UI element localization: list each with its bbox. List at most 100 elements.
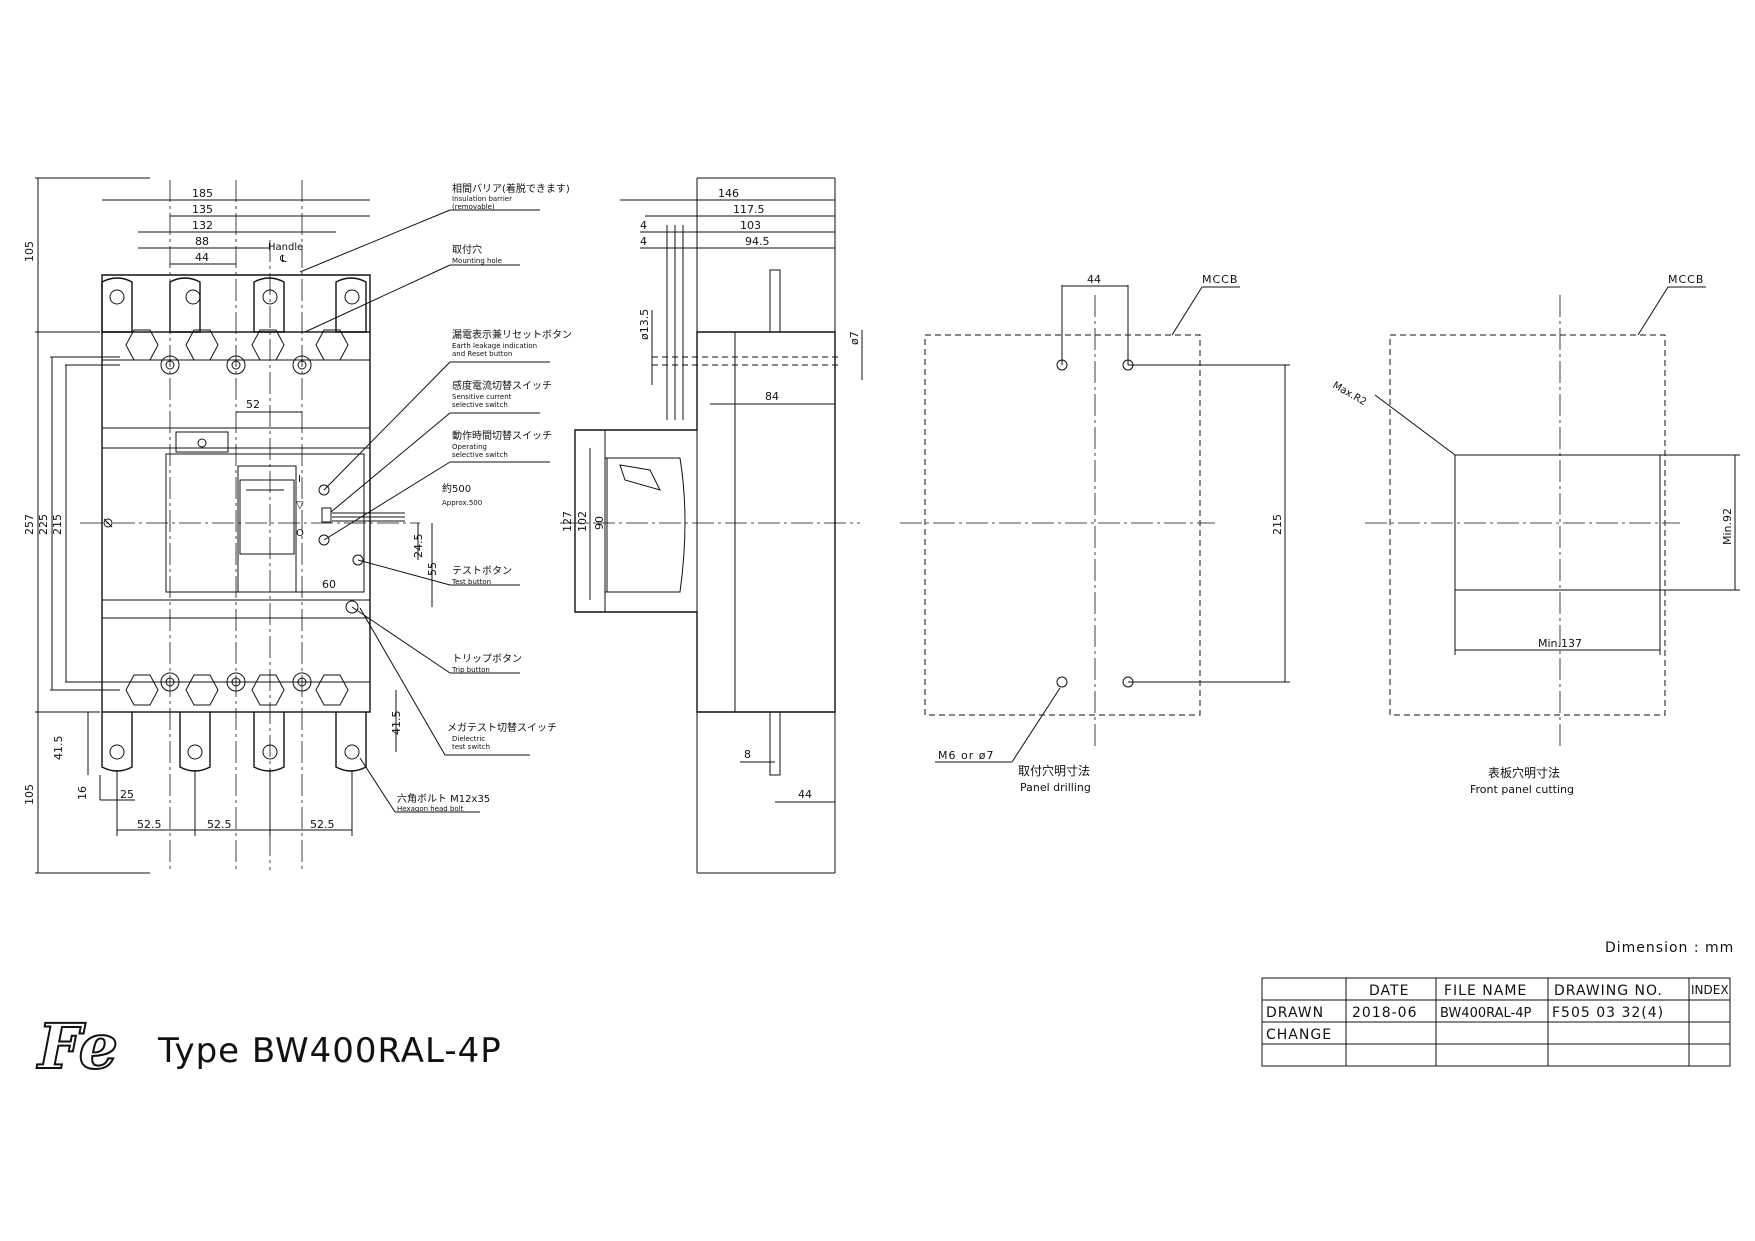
dim-44-side: 44 bbox=[798, 788, 812, 801]
tb-change-label: CHANGE bbox=[1266, 1027, 1332, 1043]
callout-barrier-en1: Insulation barrier bbox=[452, 195, 512, 203]
tb-header-drawing-no: DRAWING NO. bbox=[1554, 983, 1663, 999]
dim-132: 132 bbox=[192, 219, 213, 232]
dim-225: 225 bbox=[37, 514, 50, 535]
callout-reset-jp: 漏電表示兼リセットボタン bbox=[452, 328, 572, 341]
dim-185: 185 bbox=[192, 187, 213, 200]
callout-sensitive-jp: 感度電流切替スイッチ bbox=[452, 379, 552, 392]
callout-operating-en1: Operating bbox=[452, 443, 487, 451]
drilling-dim-44: 44 bbox=[1087, 273, 1101, 286]
dim-146: 146 bbox=[718, 187, 739, 200]
test-button-symbol bbox=[352, 554, 364, 566]
callout-reset-en2: and Reset button bbox=[452, 350, 512, 358]
bottom-terminals bbox=[101, 672, 367, 772]
dim-90: 90 bbox=[593, 516, 606, 530]
dim-105-bottom: 105 bbox=[23, 784, 36, 805]
tb-header-file-name: FILE NAME bbox=[1444, 983, 1527, 999]
drilling-dim-215: 215 bbox=[1271, 514, 1284, 535]
callout-mounting-jp: 取付穴 bbox=[452, 243, 482, 256]
callout-dielectric-en1: Dielectric bbox=[452, 735, 485, 743]
dim-dia-13.5: ø13.5 bbox=[638, 309, 651, 340]
cutting-max-r2: Max.R2 bbox=[1331, 380, 1369, 408]
side-view: 146 117.5 103 94.5 4 4 ø13.5 ø7 84 127 1… bbox=[560, 177, 863, 874]
dim-117.5: 117.5 bbox=[733, 203, 765, 216]
dim-52: 52 bbox=[246, 398, 260, 411]
dim-4-b: 4 bbox=[640, 235, 647, 248]
dim-25: 25 bbox=[120, 788, 134, 801]
tb-drawn-label: DRAWN bbox=[1266, 1005, 1324, 1021]
tb-drawn-file: BW400RAL-4P bbox=[1440, 1006, 1531, 1021]
dim-24.5: 24.5 bbox=[412, 534, 425, 559]
lever-on-mark: I bbox=[298, 474, 301, 485]
dim-84: 84 bbox=[765, 390, 779, 403]
lever-trip-mark: ▽ bbox=[296, 500, 304, 511]
dim-88: 88 bbox=[195, 235, 209, 248]
cutting-mccb-label: MCCB bbox=[1668, 273, 1704, 286]
title-block: DATE FILE NAME DRAWING NO. INDEX DRAWN 2… bbox=[1261, 977, 1731, 1067]
callout-test-en1: Test button bbox=[451, 578, 491, 586]
cutout-rectangle bbox=[1454, 454, 1661, 591]
dim-55: 55 bbox=[426, 562, 439, 576]
dim-dia-7: ø7 bbox=[848, 331, 861, 345]
tb-header-date: DATE bbox=[1369, 983, 1409, 999]
cutting-title-en: Front panel cutting bbox=[1470, 783, 1574, 796]
callout-barrier-en2: (removable) bbox=[452, 203, 495, 211]
dim-103: 103 bbox=[740, 219, 761, 232]
sensitive-switch-symbol bbox=[321, 507, 332, 523]
reset-button-symbol bbox=[318, 484, 330, 496]
top-terminals bbox=[101, 277, 367, 375]
dim-105-top: 105 bbox=[23, 241, 36, 262]
dim-16: 16 bbox=[76, 786, 89, 800]
mounting-hole-3 bbox=[1056, 676, 1068, 688]
dim-127: 127 bbox=[561, 511, 574, 532]
operating-switch-symbol bbox=[318, 534, 330, 546]
unit-note: Dimension : mm bbox=[1605, 940, 1734, 956]
cutting-title-jp: 表板穴明寸法 bbox=[1488, 765, 1560, 780]
callout-operating-jp: 動作時間切替スイッチ bbox=[452, 429, 552, 442]
callout-operating-en2: selective switch bbox=[452, 451, 508, 459]
callout-trip-en1: Trip button bbox=[451, 666, 490, 674]
trip-button-symbol bbox=[345, 600, 359, 614]
dim-8: 8 bbox=[744, 748, 751, 761]
dim-135: 135 bbox=[192, 203, 213, 216]
callout-bolt-en1: Hexagon head bolt bbox=[397, 805, 464, 813]
dim-94.5: 94.5 bbox=[745, 235, 770, 248]
drilling-title-jp: 取付穴明寸法 bbox=[1018, 763, 1090, 778]
callouts: 相間バリア(着脱できます) Insulation barrier (remova… bbox=[299, 182, 572, 813]
dim-44: 44 bbox=[195, 251, 209, 264]
callout-bolt-jp: 六角ボルト M12x35 bbox=[397, 793, 490, 805]
lever-off-mark: O bbox=[296, 528, 304, 539]
handle-label: Handle bbox=[268, 242, 303, 253]
dim-4-a: 4 bbox=[640, 219, 647, 232]
dim-52.5-c: 52.5 bbox=[310, 818, 335, 831]
cutting-min-137: Min.137 bbox=[1538, 637, 1582, 650]
callout-sensitive-en1: Sensitive current bbox=[452, 393, 512, 401]
tb-drawn-date: 2018-06 bbox=[1352, 1005, 1418, 1021]
dim-41.5-left: 41.5 bbox=[52, 736, 65, 761]
dim-102: 102 bbox=[576, 511, 589, 532]
logo-fe: Fe bbox=[36, 1010, 118, 1083]
dim-215: 215 bbox=[51, 514, 64, 535]
dim-60: 60 bbox=[322, 578, 336, 591]
dim-41.5-right: 41.5 bbox=[390, 711, 403, 736]
tb-header-index: INDEX bbox=[1691, 983, 1729, 997]
callout-barrier-jp: 相間バリア(着脱できます) bbox=[452, 182, 570, 195]
handle-centerline-mark: ℄ bbox=[279, 254, 287, 265]
callout-dielectric-jp: メガテスト切替スイッチ bbox=[447, 721, 557, 734]
dim-257: 257 bbox=[23, 514, 36, 535]
drilling-mccb-label: MCCB bbox=[1202, 273, 1238, 286]
dim-52.5-b: 52.5 bbox=[207, 818, 232, 831]
callout-sensitive-en2: selective switch bbox=[452, 401, 508, 409]
callout-trip-jp: トリップボタン bbox=[452, 653, 522, 665]
dim-52.5-a: 52.5 bbox=[137, 818, 162, 831]
front-view: 105 257 225 215 105 41.5 16 185 135 132 … bbox=[23, 177, 439, 874]
drilling-title-en: Panel drilling bbox=[1020, 781, 1091, 794]
tb-drawn-number: F505 03 32(4) bbox=[1552, 1005, 1664, 1021]
mounting-hole-1 bbox=[1056, 359, 1068, 371]
callout-cable-jp: 約500 bbox=[442, 482, 471, 495]
cutting-min-92: Min.92 bbox=[1721, 508, 1734, 545]
fuji-logo: Fe bbox=[35, 1009, 119, 1084]
callout-mounting-en1: Mounting hole bbox=[452, 257, 502, 265]
drilling-hole-label: M6 or ø7 bbox=[938, 749, 994, 762]
